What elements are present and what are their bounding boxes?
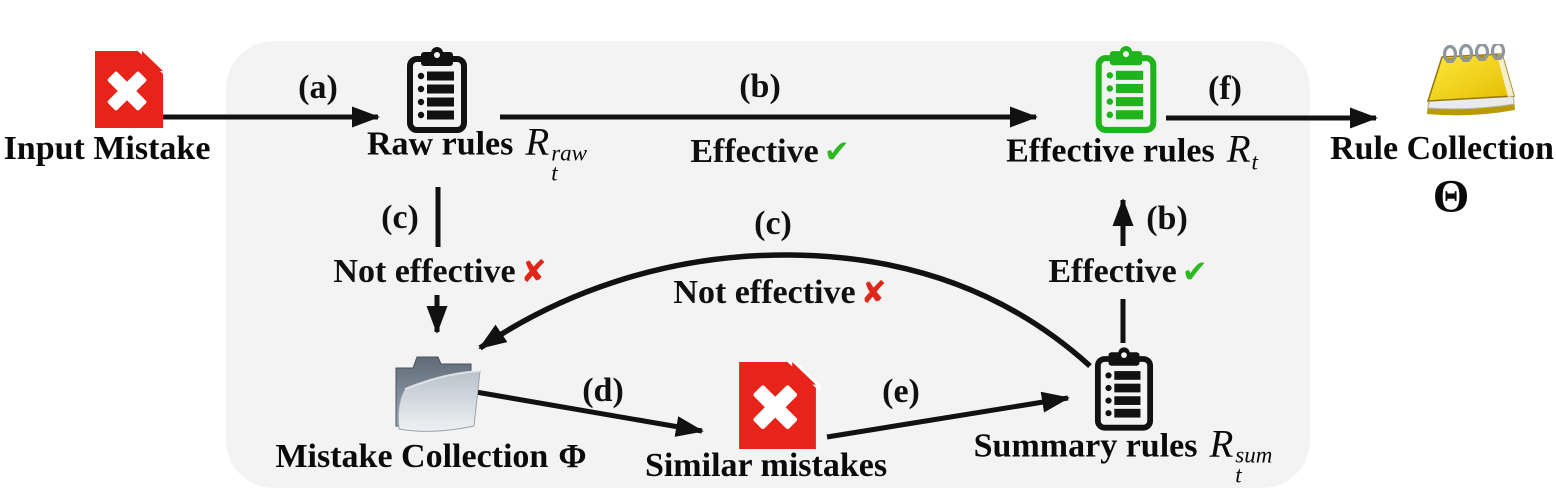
input-mistake-document-icon <box>95 51 163 128</box>
cross-icon: ✘ <box>860 274 887 311</box>
edge-label-d: (d) <box>582 372 624 409</box>
mistake-collection-folder-icon <box>395 356 481 432</box>
edge-label-e: (e) <box>882 373 920 410</box>
summary-rules-clipboard-icon <box>1094 347 1154 431</box>
raw-rules-clipboard-icon <box>407 47 467 133</box>
caption-text: Effective <box>1048 253 1177 290</box>
caption-text: Not effective <box>333 253 516 290</box>
edge-label-f: (f) <box>1208 70 1242 107</box>
effective-rules-clipboard-icon <box>1095 46 1157 133</box>
node-label-mistake-collection: Mistake Collection Φ <box>275 438 587 475</box>
node-label-similar-mistakes: Similar mistakes <box>644 447 888 484</box>
edge-label-b-top: (b) <box>739 68 781 105</box>
caption-not-effective-left: Not effective ✘ <box>333 255 546 289</box>
edge-label-b-right: (b) <box>1146 200 1188 237</box>
similar-mistakes-document-icon <box>739 362 821 449</box>
edge-d-arrow <box>469 388 704 437</box>
caption-text: Not effective <box>673 274 856 311</box>
edge-c-mid-curve-arrow <box>478 252 1092 369</box>
caption-effective-top: Effective ✔ <box>690 135 849 169</box>
caption-effective-right: Effective ✔ <box>1048 255 1207 289</box>
x-glyph <box>107 71 147 111</box>
spiral-rings <box>1442 44 1506 64</box>
node-label-input-mistake: Input Mistake <box>3 130 211 167</box>
cross-icon: ✘ <box>520 253 547 290</box>
check-icon: ✔ <box>823 133 850 170</box>
node-label-rule-collection: Rule Collection <box>1330 130 1554 167</box>
x-glyph <box>753 385 798 430</box>
edge-e-arrow <box>826 391 1070 440</box>
edge-label-a: (a) <box>298 69 338 106</box>
check-icon: ✔ <box>1181 253 1208 290</box>
caption-text: Effective <box>690 133 819 170</box>
edge-label-c-left: (c) <box>381 199 419 236</box>
rule-collection-notebook-icon <box>1426 44 1515 116</box>
phi-symbol: Φ <box>558 438 587 475</box>
caption-not-effective-mid: Not effective ✘ <box>673 276 886 310</box>
theta-symbol: Θ <box>1432 170 1470 223</box>
edge-label-c-mid: (c) <box>754 205 792 242</box>
